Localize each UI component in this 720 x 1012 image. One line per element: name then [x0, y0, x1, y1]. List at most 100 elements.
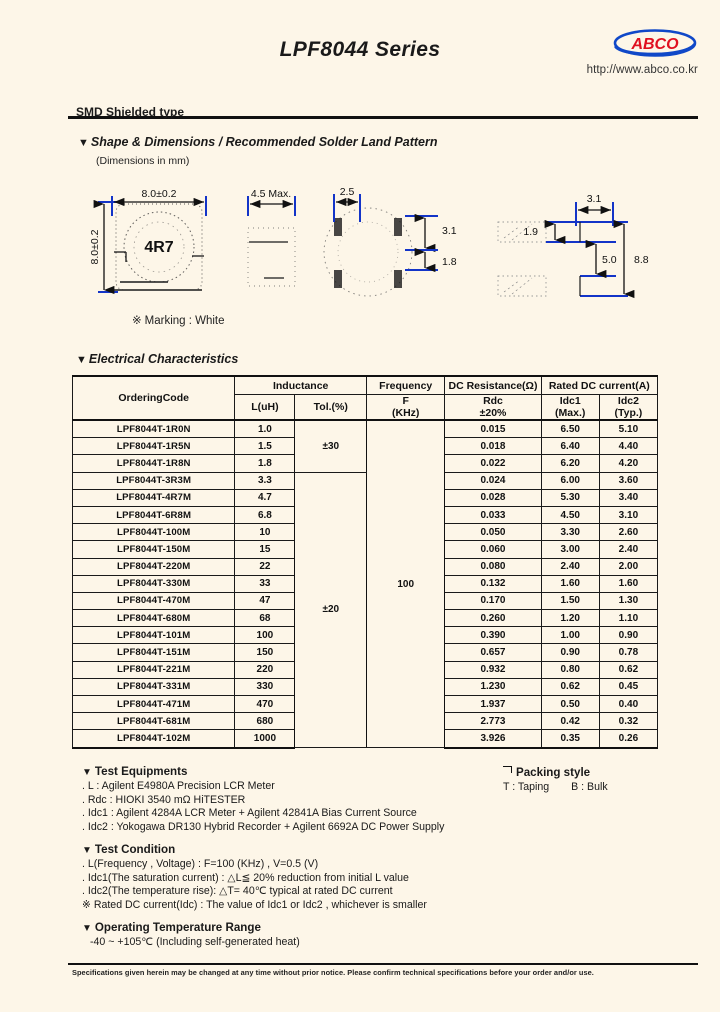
- th-idc2-line1: Idc2: [617, 395, 639, 407]
- cell-idc1: 0.90: [540, 643, 600, 662]
- cell-ordering-code: LPF8044T-3R3M: [71, 471, 236, 490]
- cell-idc1: 0.80: [540, 660, 600, 679]
- top-view-height-label: 8.0±0.2: [89, 229, 101, 264]
- footer-disclaimer: Specifications given herein may be chang…: [72, 968, 594, 977]
- cell-ordering-code: LPF8044T-150M: [71, 540, 236, 559]
- page-header: LPF8044 Series ABCO http://www.abco.co.k…: [0, 26, 720, 119]
- triangle-bullet-icon: ▼: [82, 845, 92, 857]
- cell-idc2: 0.78: [598, 643, 659, 662]
- test-condition-line: . Idc1(The saturation current) : △L≦ 20%…: [82, 871, 409, 884]
- header-divider: [68, 116, 698, 119]
- bottom-view-pad-gap-label: 3.1: [442, 225, 457, 237]
- cell-inductance: 15: [234, 540, 296, 559]
- drawing-bottom-view: 2.5 3.1 1.8: [323, 186, 457, 297]
- cell-idc2: 5.10: [598, 419, 659, 439]
- cell-idc1: 5.30: [540, 488, 600, 507]
- test-equipment-line: . Idc2 : Yokogawa DR130 Hybrid Recorder …: [82, 820, 445, 833]
- triangle-bullet-icon: ▼: [76, 354, 87, 366]
- operating-temperature-block: ▼Operating Temperature Range -40 ~ +105℃…: [82, 921, 444, 950]
- cell-idc1: 0.35: [540, 729, 600, 749]
- cell-idc1: 6.50: [540, 419, 600, 439]
- abco-logo-icon: ABCO: [612, 28, 698, 58]
- cell-rdc: 0.132: [444, 574, 542, 593]
- marking-note: ※Marking : White: [132, 315, 225, 327]
- cell-rdc: 0.260: [444, 609, 542, 628]
- th-idc2-line2: (Typ.): [614, 407, 643, 419]
- cell-rdc: 0.390: [444, 626, 542, 645]
- th-l-uh: L(uH): [234, 394, 296, 421]
- cell-rdc: 0.080: [444, 557, 542, 576]
- drawing-top-view: 8.0±0.2 8.0±0.2 4R7: [89, 188, 207, 295]
- cell-ordering-code: LPF8044T-101M: [71, 626, 236, 645]
- cell-idc1: 0.50: [540, 694, 600, 714]
- cell-ordering-code: LPF8044T-6R8M: [71, 505, 236, 525]
- test-equipment-line: . Rdc : HIOKI 3540 mΩ HiTESTER: [82, 793, 246, 806]
- th-rdc-line1: Rdc: [483, 395, 503, 407]
- th-f-line2: (KHz): [392, 407, 420, 419]
- cell-idc1: 1.60: [540, 574, 600, 593]
- land-inner-span-label: 5.0: [602, 254, 617, 266]
- cell-frequency: 100: [366, 419, 446, 749]
- th-idc1-line2: (Max.): [555, 407, 586, 419]
- cell-ordering-code: LPF8044T-100M: [71, 523, 236, 542]
- cell-idc2: 0.32: [598, 712, 659, 731]
- drawings-area: 8.0±0.2 8.0±0.2 4R7 4.5 Max.: [68, 172, 688, 312]
- cell-inductance: 4.7: [234, 488, 296, 507]
- bottom-view-pad-height-label: 1.8: [442, 256, 457, 268]
- bottom-view-pad-width-label: 2.5: [340, 186, 355, 198]
- cell-rdc: 0.170: [444, 591, 542, 611]
- cell-rdc: 0.022: [444, 454, 542, 473]
- test-condition-block: ▼Test Condition . L(Frequency , Voltage)…: [82, 843, 444, 912]
- land-pad-height-label: 1.9: [523, 226, 538, 238]
- cell-rdc: 0.018: [444, 437, 542, 456]
- company-url[interactable]: http://www.abco.co.kr: [586, 64, 698, 76]
- th-dc-resistance: DC Resistance(Ω): [444, 375, 542, 395]
- cell-idc1: 6.00: [540, 471, 600, 490]
- cell-tolerance: ±30: [294, 418, 368, 473]
- cell-inductance: 33: [234, 574, 296, 593]
- cell-idc2: 2.60: [598, 523, 659, 542]
- cell-ordering-code: LPF8044T-220M: [71, 557, 236, 576]
- cell-rdc: 0.932: [444, 660, 542, 679]
- cell-rdc: 3.926: [444, 729, 542, 749]
- cell-inductance: 47: [234, 591, 296, 611]
- th-idc1: Idc1 (Max.): [540, 394, 600, 421]
- cell-rdc: 2.773: [444, 712, 542, 731]
- cell-rdc: 1.937: [444, 694, 542, 714]
- cell-ordering-code: LPF8044T-4R7M: [71, 488, 236, 507]
- th-f-khz: F (KHz): [366, 394, 446, 421]
- cell-inductance: 6.8: [234, 505, 296, 525]
- cell-idc2: 4.40: [598, 437, 659, 456]
- top-view-width-label: 8.0±0.2: [142, 188, 177, 200]
- cell-rdc: 0.033: [444, 505, 542, 525]
- cell-idc1: 0.62: [540, 677, 600, 697]
- land-outer-span-label: 8.8: [634, 254, 649, 266]
- triangle-bullet-icon: ▼: [82, 923, 92, 935]
- cell-inductance: 22: [234, 557, 296, 576]
- cell-idc2: 0.90: [598, 626, 659, 645]
- cell-inductance: 1.5: [234, 437, 296, 456]
- cell-idc2: 3.40: [598, 488, 659, 507]
- cell-idc1: 6.40: [540, 437, 600, 456]
- packing-option-taping: T : Taping: [503, 781, 550, 793]
- cell-idc2: 1.60: [598, 574, 659, 593]
- test-condition-line: ※ Rated DC current(Idc) : The value of I…: [82, 898, 427, 911]
- cell-rdc: 0.060: [444, 540, 542, 559]
- land-pad-width-label: 3.1: [587, 193, 602, 205]
- side-view-thickness-label: 4.5 Max.: [251, 188, 291, 200]
- th-inductance: Inductance: [234, 375, 368, 395]
- cell-idc1: 0.42: [540, 712, 600, 731]
- triangle-bullet-icon: ▼: [82, 767, 92, 778]
- cell-idc1: 3.30: [540, 523, 600, 542]
- cell-rdc: 0.024: [444, 471, 542, 490]
- cell-idc2: 0.26: [598, 729, 659, 749]
